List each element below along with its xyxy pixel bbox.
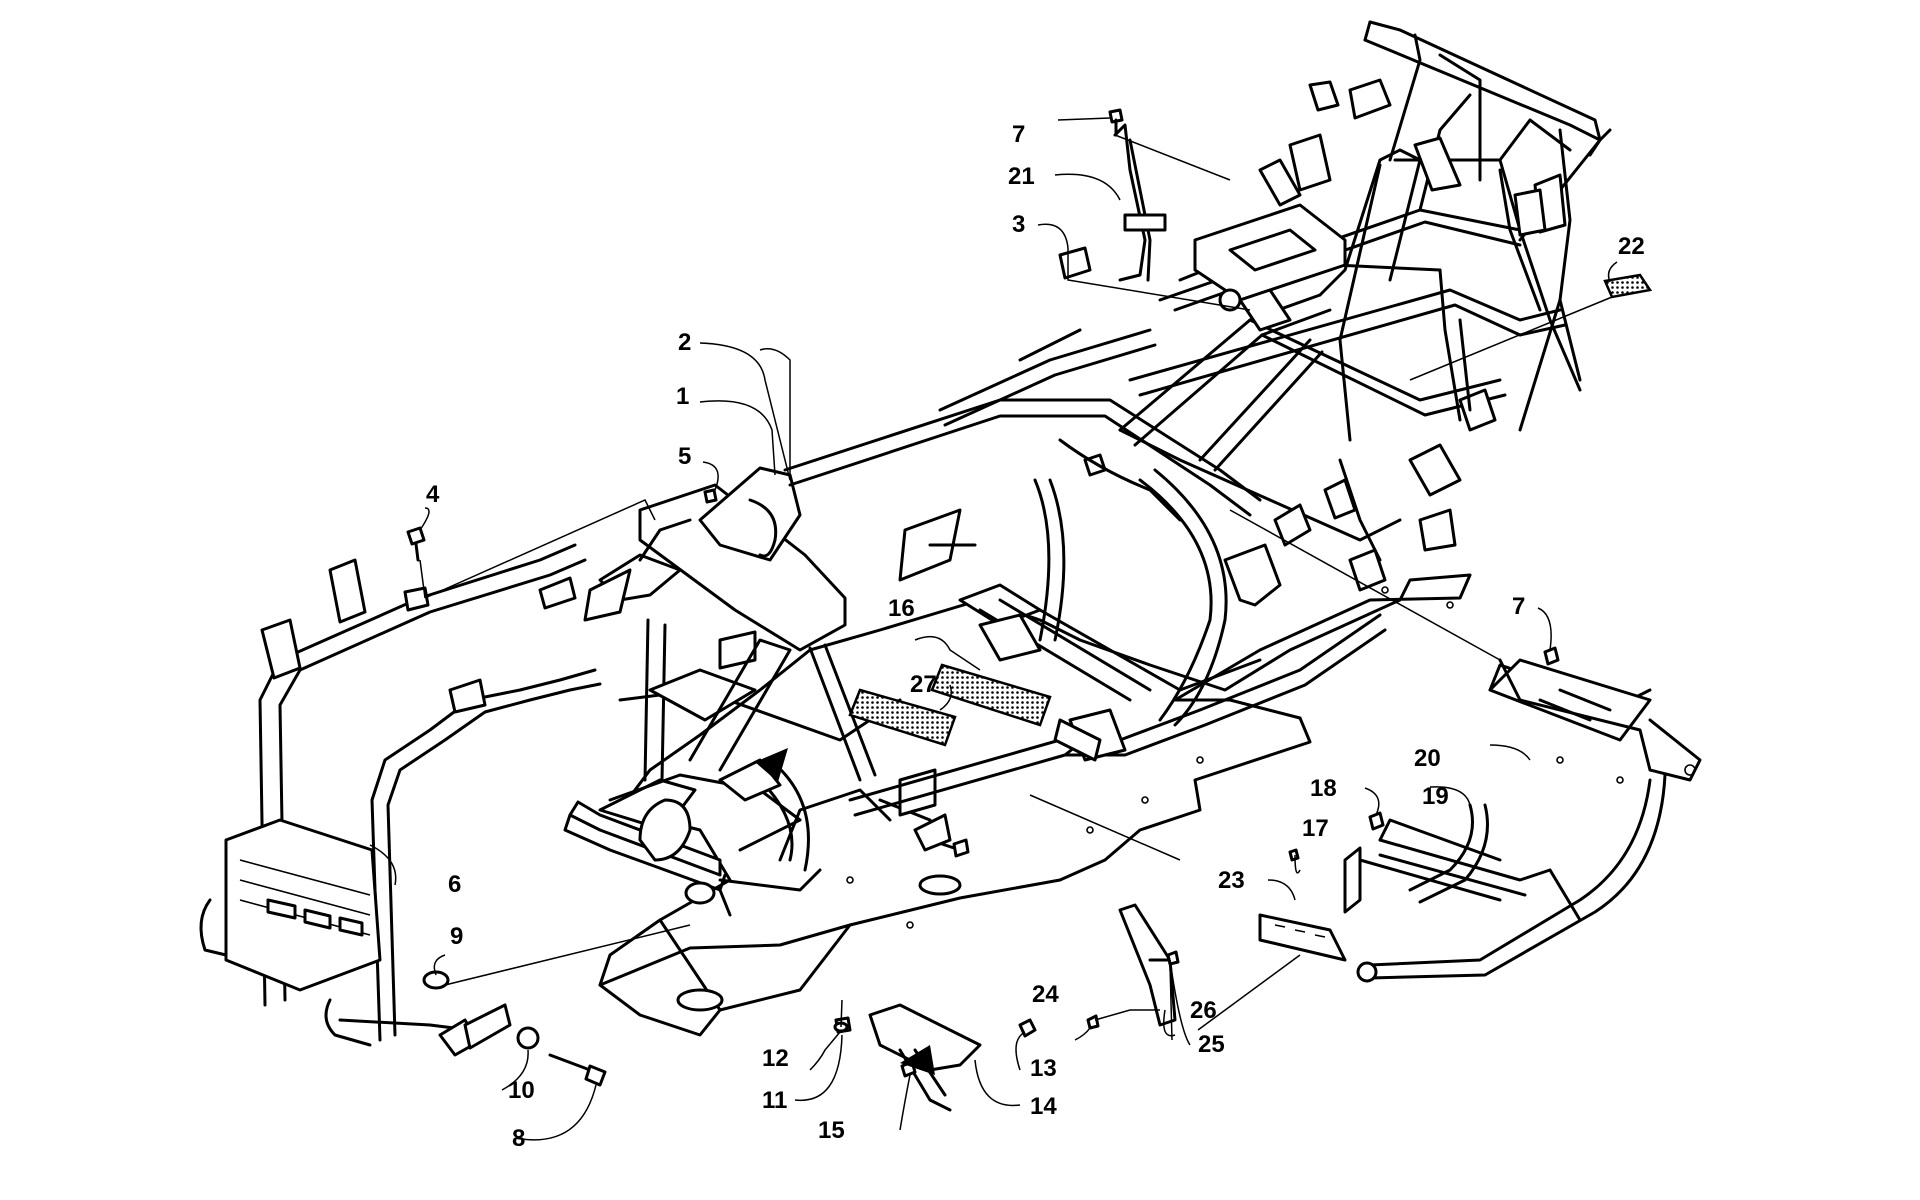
callout-25: 25 (1198, 1031, 1225, 1058)
callout-3: 3 (1012, 211, 1025, 238)
front-bumper (199, 543, 602, 1047)
callout-7-upper: 7 (1012, 121, 1025, 148)
reference-triangle-front (755, 748, 788, 782)
callout-6: 6 (448, 871, 461, 898)
footpad-16 (930, 663, 1052, 727)
callout-10: 10 (508, 1077, 535, 1104)
callouts: 1 2 3 4 5 6 7 7 8 9 10 11 12 13 14 15 16… (426, 121, 1645, 1152)
callout-23: 23 (1218, 867, 1245, 894)
fasteners (406, 108, 1560, 1078)
label-22 (1603, 273, 1653, 299)
callout-4: 4 (426, 481, 440, 508)
footpad-27 (848, 688, 957, 747)
callout-15: 15 (818, 1117, 845, 1144)
callout-27: 27 (910, 671, 937, 698)
callout-7-rear: 7 (1512, 593, 1525, 620)
callout-16: 16 (888, 595, 915, 622)
callout-24: 24 (1032, 981, 1059, 1008)
callout-12: 12 (762, 1045, 789, 1072)
callout-17: 17 (1302, 815, 1329, 842)
callout-13: 13 (1030, 1055, 1057, 1082)
callout-11: 11 (762, 1087, 787, 1114)
rear-rack (1258, 658, 1702, 983)
main-frame (563, 20, 1612, 917)
reference-triangle-lower (900, 1045, 935, 1075)
leader-lines (369, 117, 1618, 1141)
callout-26: 26 (1190, 997, 1217, 1024)
callout-22: 22 (1618, 233, 1645, 260)
callout-2: 2 (678, 329, 691, 356)
callout-14: 14 (1030, 1093, 1057, 1120)
callout-21: 21 (1008, 163, 1035, 190)
bumper-mount-hardware (338, 970, 607, 1087)
callout-8: 8 (512, 1125, 525, 1152)
callout-18: 18 (1310, 775, 1337, 802)
callout-19: 19 (1422, 783, 1449, 810)
callout-9: 9 (450, 923, 463, 950)
callout-20: 20 (1414, 745, 1441, 772)
callout-5: 5 (678, 443, 691, 470)
callout-1: 1 (676, 383, 689, 410)
skid-plate (598, 573, 1472, 1037)
